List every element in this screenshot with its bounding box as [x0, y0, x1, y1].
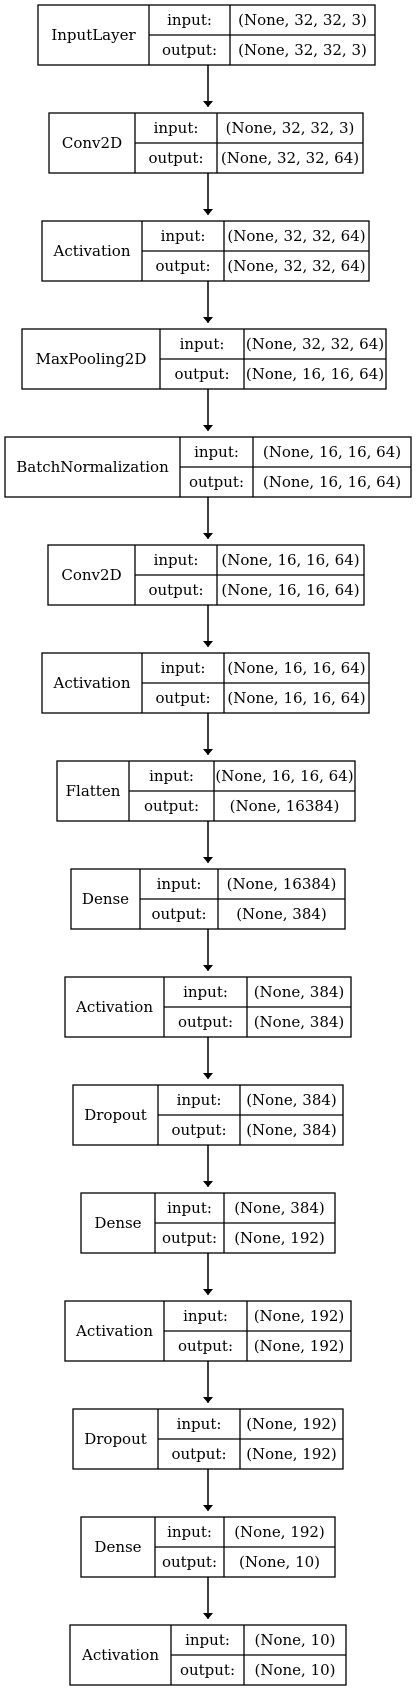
output-shape: (None, 192): [246, 1445, 337, 1463]
output-label: output:: [180, 1661, 235, 1679]
output-label: output:: [155, 257, 210, 275]
input-label: input:: [183, 1307, 228, 1325]
input-label: input:: [157, 875, 202, 893]
layer-node: Activation input: output: (None, 32, 32, 64…: [41, 220, 370, 282]
layer-name: Dense: [94, 1214, 141, 1232]
input-shape: (None, 32, 32, 3): [238, 11, 367, 29]
input-shape: (None, 192): [234, 1523, 325, 1541]
input-shape: (None, 16, 16, 64): [215, 767, 353, 785]
layer-node: Conv2D input: output: (None, 16, 16, 64) (No…: [47, 544, 365, 606]
input-shape: (None, 384): [234, 1199, 325, 1217]
layer-name: Conv2D: [61, 566, 121, 584]
input-label: input:: [154, 551, 199, 569]
input-shape: (None, 192): [254, 1307, 345, 1325]
output-label: output:: [174, 365, 229, 383]
layer-node: Dense input: output: (None, 16384) (None, 38…: [70, 868, 346, 930]
layer-name: Activation: [75, 1322, 153, 1340]
input-label: input:: [180, 335, 225, 353]
output-label: output:: [162, 41, 217, 59]
input-label: input:: [149, 767, 194, 785]
input-shape: (None, 192): [246, 1415, 337, 1433]
layer-node: MaxPooling2D input: output: (None, 32, 32, …: [21, 328, 387, 390]
input-shape: (None, 32, 32, 64): [246, 335, 384, 353]
layer-node: Dense input: output: (None, 192) (None, 10): [80, 1516, 336, 1578]
output-label: output:: [162, 1553, 217, 1571]
output-shape: (None, 16, 16, 64): [227, 689, 365, 707]
output-label: output:: [178, 1013, 233, 1031]
layer-node: Dropout input: output: (None, 192) (None, 19…: [72, 1408, 344, 1470]
input-shape: (None, 16, 16, 64): [221, 551, 359, 569]
layer-name: Activation: [75, 998, 153, 1016]
input-label: input:: [167, 1199, 212, 1217]
input-shape: (None, 16384): [227, 875, 337, 893]
layer-name: Activation: [53, 242, 131, 260]
layer-node: BatchNormalization input: output: (None, 16…: [4, 436, 412, 498]
output-shape: (None, 32, 32, 3): [238, 41, 367, 59]
output-label: output:: [148, 581, 203, 599]
layer-node: Dropout input: output: (None, 384) (None, 38…: [72, 1084, 344, 1146]
output-shape: (None, 192): [254, 1337, 345, 1355]
layer-box: [69, 1624, 347, 1686]
input-label: input:: [161, 659, 206, 677]
output-label: output:: [148, 149, 203, 167]
layer-name: Dense: [94, 1538, 141, 1556]
layer-name: Dense: [82, 890, 129, 908]
layer-node: Activation input: output: (None, 10) (None, …: [69, 1624, 347, 1686]
layer-name: Activation: [81, 1646, 159, 1664]
input-shape: (None, 384): [246, 1091, 337, 1109]
layer-name: MaxPooling2D: [36, 350, 147, 368]
layer-name: Flatten: [66, 782, 121, 800]
layer-name: Activation: [53, 674, 131, 692]
layer-name: Dropout: [84, 1430, 147, 1448]
output-shape: (None, 32, 32, 64): [221, 149, 359, 167]
input-shape: (None, 10): [254, 1631, 335, 1649]
output-label: output:: [171, 1445, 226, 1463]
layer-node: Dense input: output: (None, 384) (None, 192): [80, 1192, 336, 1254]
input-shape: (None, 32, 32, 64): [227, 227, 365, 245]
input-label: input:: [161, 227, 206, 245]
output-label: output:: [151, 905, 206, 923]
output-shape: (None, 16384): [230, 797, 340, 815]
output-label: output:: [189, 473, 244, 491]
output-label: output:: [155, 689, 210, 707]
output-label: output:: [171, 1121, 226, 1139]
output-shape: (None, 32, 32, 64): [227, 257, 365, 275]
output-shape: (None, 10): [254, 1661, 335, 1679]
layer-name: Conv2D: [62, 134, 122, 152]
layer-node: Activation input: output: (None, 16, 16, 64…: [41, 652, 370, 714]
layer-node: InputLayer input: output: (None, 32, 32, 3)…: [37, 4, 376, 66]
output-shape: (None, 16, 16, 64): [246, 365, 384, 383]
output-label: output:: [162, 1229, 217, 1247]
output-shape: (None, 384): [246, 1121, 337, 1139]
input-shape: (None, 384): [254, 983, 345, 1001]
input-label: input:: [167, 11, 212, 29]
input-label: input:: [167, 1523, 212, 1541]
input-label: input:: [154, 119, 199, 137]
input-label: input:: [183, 983, 228, 1001]
output-shape: (None, 16, 16, 64): [263, 473, 401, 491]
layer-node: Activation input: output: (None, 384) (None,…: [64, 976, 352, 1038]
output-label: output:: [178, 1337, 233, 1355]
layer-node: Conv2D input: output: (None, 32, 32, 3) (Non…: [48, 112, 364, 174]
input-label: input:: [194, 443, 239, 461]
layer-node: Activation input: output: (None, 192) (None,…: [64, 1300, 352, 1362]
layer-name: Dropout: [84, 1106, 147, 1124]
input-label: input:: [185, 1631, 230, 1649]
input-shape: (None, 16, 16, 64): [227, 659, 365, 677]
input-label: input:: [177, 1091, 222, 1109]
layer-nodes: InputLayer input: output: (None, 32, 32, 3)…: [4, 4, 412, 1686]
layer-name: InputLayer: [51, 26, 136, 44]
output-shape: (None, 384): [236, 905, 327, 923]
output-shape: (None, 192): [234, 1229, 325, 1247]
layer-node: Flatten input: output: (None, 16, 16, 64) (N…: [56, 760, 356, 822]
input-shape: (None, 32, 32, 3): [226, 119, 355, 137]
output-shape: (None, 10): [239, 1553, 320, 1571]
output-shape: (None, 16, 16, 64): [221, 581, 359, 599]
input-label: input:: [177, 1415, 222, 1433]
input-shape: (None, 16, 16, 64): [263, 443, 401, 461]
output-shape: (None, 384): [254, 1013, 345, 1031]
layer-name: BatchNormalization: [16, 458, 169, 476]
output-label: output:: [144, 797, 199, 815]
